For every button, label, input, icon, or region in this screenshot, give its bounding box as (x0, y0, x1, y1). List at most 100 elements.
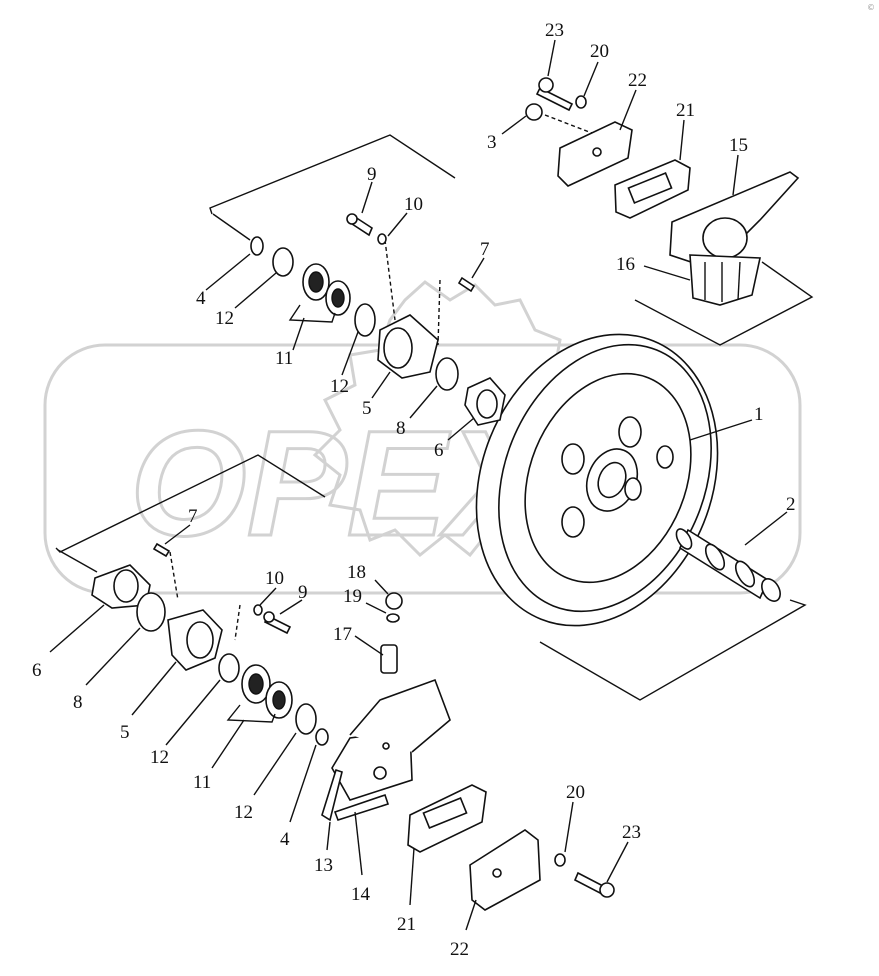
leader-21a (679, 119, 685, 161)
top-washer-20 (575, 95, 587, 109)
wheel-lightening-hole-3 (561, 506, 585, 538)
wheel-lightening-hole-1 (618, 416, 642, 448)
callout-7-lower: 7 (188, 506, 198, 527)
callout-11-upper: 11 (275, 348, 293, 369)
leader-8a (409, 385, 438, 419)
callout-18: 18 (347, 562, 366, 583)
top-plate-hole (592, 147, 602, 157)
callout-5-upper: 5 (362, 398, 372, 419)
leader-11a (288, 304, 336, 323)
lower-frame-line-2 (57, 549, 98, 573)
leader-21b (409, 847, 415, 906)
callout-3: 3 (487, 132, 497, 153)
lower-bearing-assembly (91, 542, 329, 746)
lower-guide-assembly (321, 592, 615, 911)
lower-housing-bore (186, 621, 214, 659)
callout-16: 16 (616, 254, 635, 275)
callout-12-upper-a: 12 (215, 308, 234, 329)
callout-10-upper: 10 (404, 194, 423, 215)
leader-5b (131, 661, 177, 716)
leader-2 (744, 511, 788, 546)
shaft-frame-line (539, 599, 807, 701)
corner-mark: © (867, 3, 875, 12)
lower-oring-12a (218, 653, 240, 683)
lower-oring-12b (295, 703, 317, 735)
leader-6a (447, 417, 475, 441)
leader-9b (279, 599, 303, 615)
upper-bolt-9-head (346, 213, 358, 225)
shaft-end-right (761, 578, 781, 602)
callout-14: 14 (351, 884, 371, 905)
leader-11b-stem (211, 719, 245, 769)
idler-wheel (475, 333, 719, 627)
pin-alignment-lower (169, 551, 179, 601)
lower-washer-10 (253, 604, 263, 616)
callout-4-lower: 4 (280, 829, 290, 850)
top-bolt-23 (535, 86, 574, 112)
callout-9-upper: 9 (367, 164, 377, 185)
upper-seal-11b-core (331, 288, 345, 308)
leader-11a-stem (292, 317, 305, 351)
shaft-collar-1 (704, 543, 726, 571)
washer-19 (386, 613, 400, 623)
bolt-alignment-upper (384, 239, 396, 321)
lower-seal-11b-core (272, 690, 286, 710)
callout-6-upper: 6 (434, 440, 444, 461)
upper-pin-7 (457, 276, 476, 293)
callout-23-lower: 23 (622, 822, 641, 843)
leader-20b (564, 801, 574, 853)
bolt-alignment-lower (234, 604, 241, 641)
upper-housing-bore (383, 327, 413, 369)
leader-23a (547, 39, 556, 77)
leader-3 (501, 115, 527, 135)
callout-15: 15 (729, 135, 748, 156)
lower-plate-22 (469, 829, 541, 911)
callout-4-upper: 4 (196, 288, 206, 309)
leader-16 (643, 265, 691, 281)
leader-15 (732, 154, 739, 196)
plate-14 (333, 793, 390, 821)
lower-pin-7 (152, 542, 171, 558)
lower-bushing-bore (113, 569, 139, 603)
upper-washer-10 (377, 233, 387, 245)
lower-bolt-9-head (263, 611, 275, 623)
callout-11-lower: 11 (193, 772, 211, 793)
callout-12-lower-a: 12 (150, 747, 169, 768)
callout-12-lower-b: 12 (234, 802, 253, 823)
top-shim-slot (627, 172, 673, 204)
callout-21-lower: 21 (397, 914, 416, 935)
callout-20-lower: 20 (566, 782, 585, 803)
callout-leaders (49, 39, 788, 931)
idler-shaft (675, 528, 781, 602)
top-bolt-23-head (538, 77, 554, 93)
callout-22-top: 22 (628, 70, 647, 91)
upper-oring-12a (272, 247, 294, 277)
lower-plate-hole (492, 868, 502, 878)
leader-7a (471, 257, 485, 279)
guide-block-13 (331, 729, 413, 801)
callout-19: 19 (343, 586, 362, 607)
leader-12c (165, 679, 221, 746)
top-nut-3 (525, 103, 543, 121)
leader-19 (365, 602, 387, 614)
yoke-16-rib-3 (737, 261, 741, 301)
lower-bolt-23-head (599, 882, 615, 898)
callout-21-top: 21 (676, 100, 695, 121)
callout-10-lower: 10 (265, 568, 284, 589)
bracket-frame-line (634, 261, 814, 346)
guide-13-hole-small (382, 742, 390, 750)
guide-13-leg (321, 768, 343, 822)
pin-alignment-upper (437, 279, 441, 346)
leader-1 (689, 419, 753, 441)
callout-17: 17 (333, 624, 352, 645)
leader-12d (253, 732, 297, 796)
callout-8-lower: 8 (73, 692, 83, 713)
leader-10b (259, 587, 277, 606)
lower-shim-slot (422, 797, 468, 829)
callout-9-lower: 9 (298, 582, 308, 603)
leader-10a (387, 212, 408, 237)
lower-seal-11a-core (248, 673, 264, 695)
guide-body-13 (349, 678, 451, 753)
callout-5-lower: 5 (120, 722, 130, 743)
